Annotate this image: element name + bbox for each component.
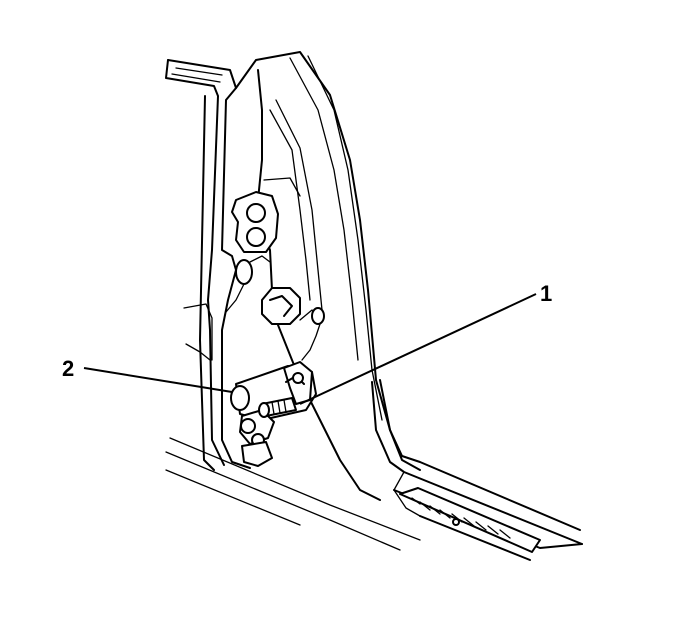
scuff-plate bbox=[399, 487, 541, 553]
door-striker bbox=[261, 287, 301, 325]
hinge-bolt-lower bbox=[246, 227, 266, 247]
upper-hinge bbox=[231, 191, 279, 253]
leader-line-2 bbox=[83, 367, 233, 393]
wiring-loop bbox=[225, 255, 271, 313]
hinge-pin-bolt bbox=[258, 397, 297, 418]
callout-1-label: 1 bbox=[540, 281, 552, 306]
pillar-wire bbox=[299, 307, 325, 361]
door-sill bbox=[165, 437, 421, 551]
hinge-bolt-upper bbox=[246, 203, 266, 223]
leader-line-1 bbox=[299, 293, 537, 405]
callout-2-label: 2 bbox=[62, 356, 74, 381]
door-edge bbox=[165, 59, 251, 471]
hinge-pin-cap bbox=[230, 385, 250, 411]
lower-hinge-assembly bbox=[230, 361, 317, 467]
hinge-bolt-bottom bbox=[240, 418, 256, 434]
